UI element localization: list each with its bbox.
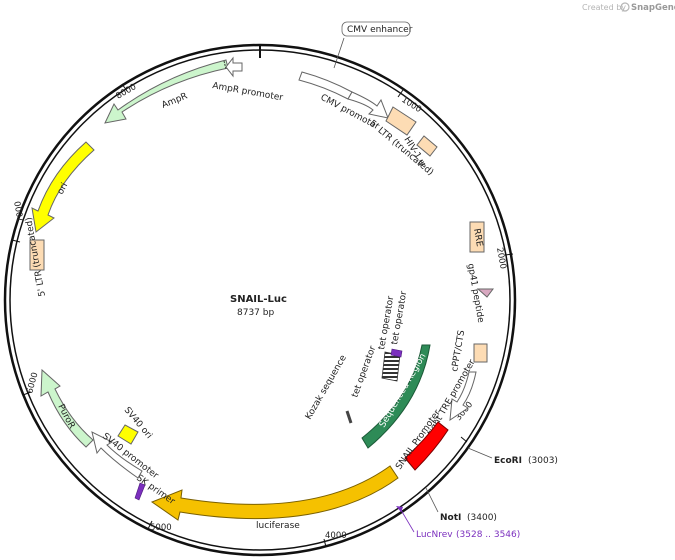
snapgene-logo-icon xyxy=(620,2,630,12)
feature-kozak[interactable]: Kozak sequence xyxy=(304,353,353,424)
tick-label: 5000 xyxy=(150,523,172,533)
tick-label: 6000 xyxy=(25,371,40,394)
site-ecori[interactable]: EcoRI (3003) xyxy=(467,447,558,466)
backbone-outer xyxy=(3,43,517,557)
luciferase-label: luciferase xyxy=(256,521,300,531)
tick-4000: 4000 xyxy=(323,531,347,548)
noti-name: NotI xyxy=(440,513,461,523)
tick-2000: 2000 xyxy=(494,247,514,270)
ecori-pos: (3003) xyxy=(528,456,558,466)
lucnrev-name: LucNrev xyxy=(416,530,453,540)
rre-label: RRE xyxy=(471,228,484,248)
map-size: 8737 bp xyxy=(237,308,274,318)
tick-label: 7000 xyxy=(13,200,27,223)
cmv-enhancer-label: CMV enhancer xyxy=(347,25,413,35)
feature-snail-promoter[interactable]: SNAIL Promoter xyxy=(394,408,449,472)
feature-cmv-enhancer[interactable]: CMV enhancer xyxy=(298,21,413,100)
map-name: SNAIL-Luc xyxy=(230,294,287,305)
tet-operator-3-label: tet operator xyxy=(350,344,378,399)
feature-ori[interactable]: ori xyxy=(31,141,95,233)
credit-prefix: Created by xyxy=(582,3,626,12)
kozak-label: Kozak sequence xyxy=(304,353,349,421)
ampr-label: AmpR xyxy=(160,91,189,110)
ecori-name: EcoRI xyxy=(494,456,522,466)
feature-luciferase[interactable]: luciferase xyxy=(150,465,399,531)
feature-sv40-ori[interactable]: SV40 ori xyxy=(117,406,154,445)
feature-puror[interactable]: PuroR xyxy=(40,368,94,448)
feature-rre[interactable]: RRE xyxy=(469,221,485,253)
tick-label: 4000 xyxy=(325,531,347,541)
lucnrev-pos: (3528 .. 3546) xyxy=(456,530,520,540)
tick-5000: 5000 xyxy=(147,520,172,533)
tick-label: 1000 xyxy=(399,95,423,115)
site-lucnrev[interactable]: LucNrev (3528 .. 3546) xyxy=(396,506,520,540)
feature-tet-operators[interactable]: tet operator tet operator tet operator xyxy=(350,290,409,399)
ori-label: ori xyxy=(56,181,70,196)
credit-brand: SnapGene xyxy=(631,3,675,13)
site-noti[interactable]: NotI (3400) xyxy=(425,487,497,523)
tick-7000: 7000 xyxy=(11,200,27,243)
ampr-promoter-label: AmpR promoter xyxy=(211,81,283,103)
puror-label: PuroR xyxy=(55,403,76,431)
tick-label: 2000 xyxy=(494,247,508,270)
tick-6000: 6000 xyxy=(22,371,40,396)
noti-pos: (3400) xyxy=(467,513,497,523)
feature-gp41[interactable]: gp41 peptide xyxy=(465,263,494,324)
